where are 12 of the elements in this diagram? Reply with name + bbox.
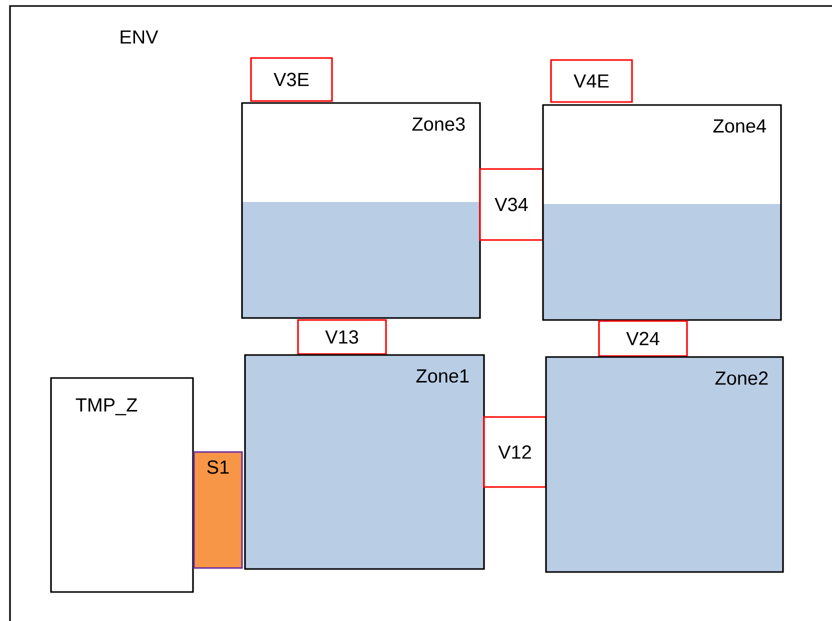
valve-box: V12 — [483, 416, 547, 488]
tank-box: Zone2 — [545, 356, 784, 573]
zone-box: TMP_Z — [50, 377, 194, 593]
valve-box: V13 — [297, 319, 387, 355]
source-box: S1 — [193, 451, 243, 569]
tank-box: Zone1 — [244, 354, 485, 570]
valve-box: V3E — [250, 57, 333, 102]
tank-box: Zone3 — [241, 102, 481, 319]
valve-box: V34 — [479, 168, 544, 241]
valve-box: V4E — [550, 59, 633, 103]
tank-box: Zone4 — [542, 104, 782, 321]
valve-box: V24 — [598, 320, 688, 357]
